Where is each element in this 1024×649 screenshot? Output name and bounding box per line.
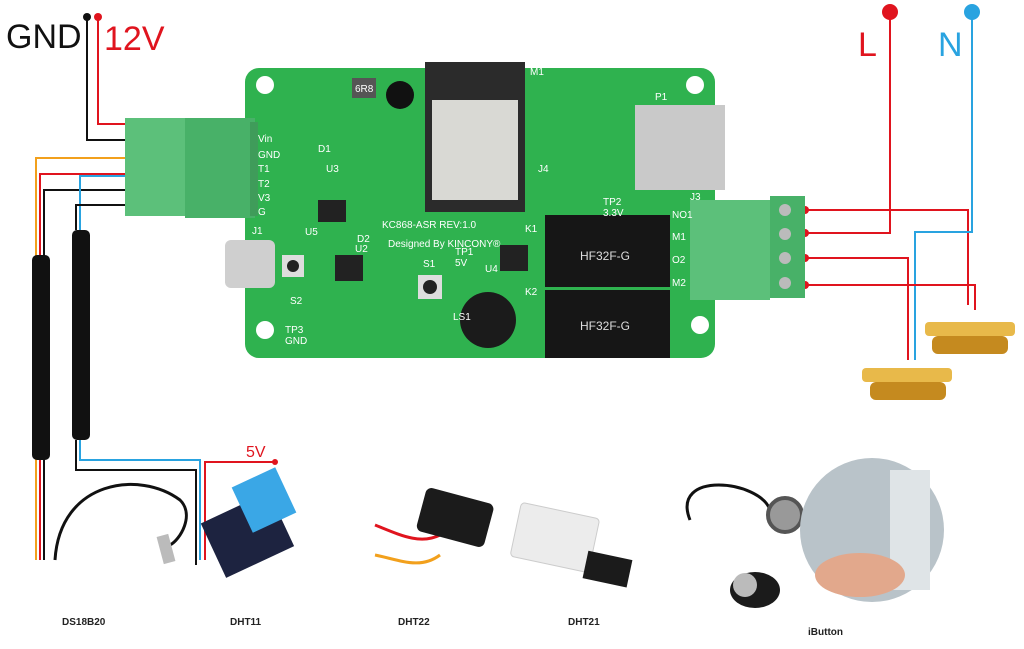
terminal-t1: T1 <box>258 164 270 175</box>
part-ls1: LS1 <box>453 312 471 323</box>
probe-tube <box>72 230 90 440</box>
part-u4: U4 <box>485 264 498 275</box>
part-d1: D1 <box>318 144 331 155</box>
part-m1: M1 <box>530 67 544 78</box>
right-terminal-block <box>690 196 805 300</box>
part-d2: D2 <box>357 234 370 245</box>
5v-label: 5V <box>246 444 266 461</box>
part-u5: U5 <box>305 227 318 238</box>
board-designer: Designed By KINCONY® <box>388 239 501 250</box>
svg-text:HF32F-G: HF32F-G <box>580 249 630 263</box>
part-k2: K2 <box>525 287 538 298</box>
tp1-value: 5V <box>455 258 468 269</box>
gnd-label: GND <box>6 18 82 56</box>
part-j1: J1 <box>252 226 263 237</box>
buzzer <box>460 292 516 348</box>
part-u3: U3 <box>326 164 339 175</box>
terminal-t2: T2 <box>258 179 270 190</box>
neutral-label: N <box>938 26 963 64</box>
part-s1: S1 <box>423 259 436 270</box>
dht22-sensor-image <box>374 488 494 565</box>
tp3-value: GND <box>285 336 307 347</box>
ds18b20-sensor-image <box>53 482 188 565</box>
left-terminal-block <box>125 118 258 218</box>
dht11-sensor-image <box>200 467 297 578</box>
part-u2: U2 <box>355 244 368 255</box>
caption-dht11: DHT11 <box>230 617 262 628</box>
terminal-m2: M2 <box>672 278 686 289</box>
tp3-label: TP3 <box>285 325 304 336</box>
terminal-gnd: GND <box>258 150 280 161</box>
terminal-no1: NO1 <box>672 210 693 221</box>
caption-ds18b20: DS18B20 <box>62 617 106 628</box>
dht21-sensor-image <box>510 502 633 588</box>
terminal-g: G <box>258 207 266 218</box>
caption-dht21: DHT21 <box>568 617 600 628</box>
ibutton-reader-image <box>685 458 944 608</box>
tp2-value: 3.3V <box>603 208 624 219</box>
live-label: L <box>858 26 877 64</box>
part-p1: P1 <box>655 92 668 103</box>
part-j4: J4 <box>538 164 549 175</box>
tp1-label: TP1 <box>455 247 474 258</box>
terminal-v3: V3 <box>258 193 271 204</box>
terminal-j3: J3 <box>690 192 701 203</box>
inductor-label: 6R8 <box>355 84 374 95</box>
relay-k2 <box>545 290 670 358</box>
caption-ibutton: iButton <box>808 627 843 638</box>
part-s2: S2 <box>290 296 303 307</box>
terminal-m1: M1 <box>672 232 686 243</box>
usb-c-port <box>225 240 275 288</box>
caption-dht22: DHT22 <box>398 617 430 628</box>
tp2-label: TP2 <box>603 197 622 208</box>
chandelier-lamp-2 <box>862 368 952 400</box>
svg-text:HF32F-G: HF32F-G <box>580 319 630 333</box>
sd-card-slot <box>635 105 725 190</box>
chandelier-lamp-1 <box>925 322 1015 354</box>
ds18b20-probe-tube <box>32 255 50 460</box>
pcb-board: HF32F-G HF32F-G KC868-ASR REV:1.0 Design… <box>225 62 725 358</box>
board-model: KC868-ASR REV:1.0 <box>382 220 477 231</box>
part-k1: K1 <box>525 224 538 235</box>
12v-label: 12V <box>104 20 165 58</box>
terminal-o2: O2 <box>672 255 686 266</box>
relay-k1 <box>545 215 670 287</box>
terminal-vin: Vin <box>258 134 272 145</box>
